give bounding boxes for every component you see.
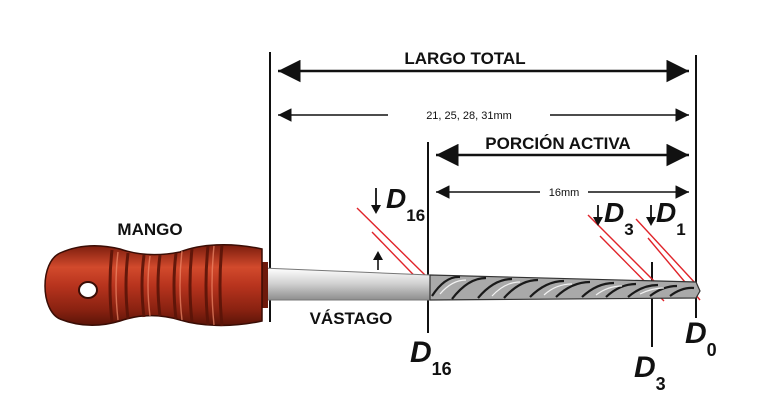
length-options-label: 21, 25, 28, 31mm [426,110,512,122]
porcion-activa-label: PORCIÓN ACTIVA [485,134,630,153]
d3-bottom-label: D3 [634,351,666,394]
sixteen-mm-label: 16mm [549,187,580,199]
mango-label: MANGO [117,220,182,239]
d1-top-label: D1 [656,197,686,239]
up-arrow-icon [373,251,383,270]
shaft [261,267,431,301]
handle [44,243,268,327]
d3-top-label: D3 [604,197,634,239]
d16-top-label: D16 [386,183,425,225]
active-part [429,274,701,301]
d0-bottom-label: D0 [685,317,717,360]
down-arrow-icon [646,205,656,226]
largo-total-label: LARGO TOTAL [404,49,525,68]
down-arrow-icon [371,188,381,214]
d16-bottom-label: D16 [410,336,452,379]
vastago-label: VÁSTAGO [310,309,393,328]
down-arrow-icon [593,205,603,226]
